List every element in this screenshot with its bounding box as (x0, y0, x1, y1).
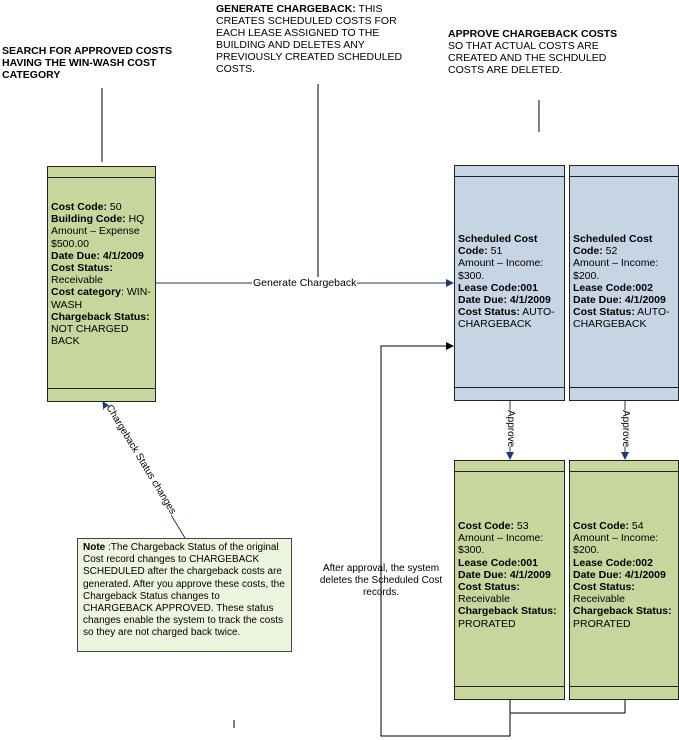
value-cost-status: AUTO-CHARGEBACK (458, 306, 555, 331)
scheduled-cost-box-2: Scheduled Cost Code: 52 Amount – Income:… (569, 165, 679, 401)
box-header-band (455, 166, 564, 177)
label-approve-1: Approve (505, 410, 516, 448)
label-lease-code: Lease Code:001 (458, 556, 538, 569)
heading-approve-text: SO THAT ACTUAL COSTS ARE CREATED AND THE… (448, 40, 607, 76)
label-generate-chargeback: Generate Chargeback (252, 277, 358, 289)
label-date-due: Date Due: 4/1/2009 (573, 568, 666, 581)
heading-generate-text: THIS CREATES SCHEDULED COSTS FOR EACH LE… (216, 3, 403, 75)
label-cost-status: Cost Status: (573, 306, 635, 319)
label-scheduled-code: Scheduled Cost Code: (573, 233, 653, 258)
value-amount: Amount – Income: $200. (573, 532, 659, 557)
label-scheduled-code: Scheduled Cost Code: (458, 233, 538, 258)
value-amount: Amount – Income: $300. (458, 532, 544, 557)
value-cost-status: Receivable (458, 593, 510, 606)
arrow-loop (509, 700, 626, 714)
box-footer-band (48, 388, 155, 401)
label-chargeback-status: Chargeback Status: (573, 605, 672, 618)
value-amount: Amount – Income: $300. (458, 257, 544, 282)
value-cost-code: 50 (107, 201, 122, 213)
box-footer-band (570, 387, 678, 400)
label-cost-status: Cost Status: (573, 581, 635, 594)
value-cost-status: AUTO-CHARGEBACK (573, 306, 670, 331)
label-lease-code: Lease Code:002 (573, 281, 653, 294)
label-building-code: Building Code: (51, 213, 126, 226)
scheduled-cost-content: Scheduled Cost Code: 51 Amount – Income:… (458, 233, 562, 331)
label-cost-status: Cost Status: (51, 262, 113, 275)
value-cost-status: Receivable (573, 593, 625, 606)
value-amount: Amount – Expense $500.00 (51, 225, 140, 250)
value-amount: Amount – Income: $200. (573, 257, 659, 282)
original-cost-box: Cost Code: 50 Building Code: HQ Amount –… (47, 166, 156, 402)
heading-generate-bold: GENERATE CHARGEBACK: (216, 3, 356, 15)
scheduled-cost-content: Scheduled Cost Code: 52 Amount – Income:… (573, 233, 676, 331)
value-cost-category: : WIN-WASH (51, 286, 151, 311)
note-title: Note (83, 542, 106, 553)
actual-cost-box-2: Cost Code: 54 Amount – Income: $200. Lea… (569, 460, 679, 700)
label-lease-code: Lease Code:001 (458, 281, 538, 294)
approval-caption: After approval, the system deletes the S… (319, 563, 443, 598)
heading-approve: APPROVE CHARGEBACK COSTS SO THAT ACTUAL … (448, 28, 633, 76)
label-date-due: Date Due: 4/1/2009 (458, 568, 551, 581)
actual-cost-content: Cost Code: 53 Amount – Income: $300. Lea… (458, 520, 562, 630)
note-box: Note :The Chargeback Status of the origi… (77, 538, 292, 652)
box-header-band (570, 166, 678, 177)
label-date-due: Date Due: 4/1/2009 (458, 294, 551, 307)
box-header-band (455, 461, 564, 472)
heading-search: SEARCH FOR APPROVED COSTS HAVING THE WIN… (2, 45, 182, 81)
value-cost-code: 54 (629, 520, 644, 532)
note-text: :The Chargeback Status of the original C… (83, 542, 285, 639)
actual-cost-content: Cost Code: 54 Amount – Income: $200. Lea… (573, 520, 676, 630)
label-cost-category: Cost category (51, 286, 122, 299)
box-footer-band (455, 686, 564, 699)
value-scheduled-code: 51 (487, 245, 503, 258)
heading-approve-bold: APPROVE CHARGEBACK COSTS (448, 28, 618, 40)
value-chargeback-status: PRORATED (458, 617, 516, 630)
label-chargeback-status: Chargeback Status: (51, 310, 150, 323)
value-scheduled-code: 52 (602, 245, 618, 258)
label-date-due: Date Due: 4/1/2009 (51, 249, 144, 262)
label-approve-2: Approve (620, 410, 631, 448)
label-cost-code: Cost Code: (51, 201, 107, 213)
label-cost-status: Cost Status: (458, 306, 520, 319)
value-chargeback-status: NOT CHARGED BACK (51, 323, 129, 348)
value-building-code: HQ (125, 213, 145, 226)
arrow-loop-back (380, 342, 511, 737)
label-chargeback-status: Chargeback Status: (458, 605, 557, 618)
box-footer-band (570, 686, 678, 699)
label-lease-code: Lease Code:002 (573, 556, 653, 569)
heading-search-bold: SEARCH FOR APPROVED COSTS HAVING THE WIN… (2, 45, 172, 81)
original-cost-content: Cost Code: 50 Building Code: HQ Amount –… (51, 201, 153, 347)
heading-generate: GENERATE CHARGEBACK: THIS CREATES SCHEDU… (216, 3, 416, 75)
actual-cost-box-1: Cost Code: 53 Amount – Income: $300. Lea… (454, 460, 565, 700)
value-cost-code: 53 (514, 520, 529, 532)
box-header-band (570, 461, 678, 472)
value-cost-status: Receivable (51, 274, 103, 287)
box-footer-band (455, 387, 564, 400)
value-chargeback-status: PRORATED (573, 617, 631, 630)
label-cost-code: Cost Code: (573, 520, 629, 532)
label-cost-code: Cost Code: (458, 520, 514, 532)
box-header-band (48, 167, 155, 178)
scheduled-cost-box-1: Scheduled Cost Code: 51 Amount – Income:… (454, 165, 565, 401)
label-date-due: Date Due: 4/1/2009 (573, 294, 666, 307)
label-cost-status: Cost Status: (458, 581, 520, 594)
